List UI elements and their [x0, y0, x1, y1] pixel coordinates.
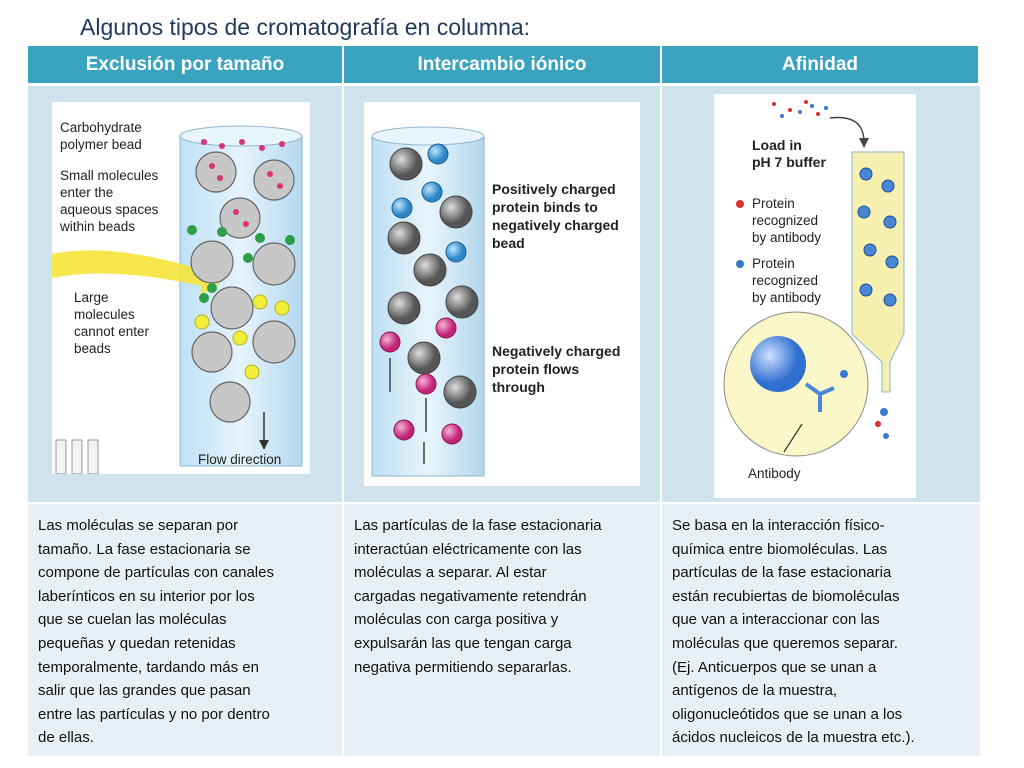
header-size-exclusion: Exclusión por tamaño [28, 46, 344, 86]
label-small-molecules: Small molecules [60, 168, 159, 183]
label-polymer-bead: polymer bead [60, 137, 142, 152]
label-large: Large [74, 290, 109, 305]
svg-text:negatively charged: negatively charged [492, 217, 619, 233]
label-positive-protein: Positively charged [492, 181, 616, 197]
cell-figure-ion-exchange: Positively charged protein binds to nega… [344, 86, 662, 504]
svg-text:protein binds to: protein binds to [492, 199, 598, 215]
label-protein-blue: Protein [752, 256, 795, 271]
chromatography-table: Exclusión por tamaño Intercambio iónico … [28, 46, 980, 756]
svg-text:aqueous spaces: aqueous spaces [60, 202, 159, 217]
ion-exchange-figure: Positively charged protein binds to nega… [364, 102, 640, 486]
svg-text:recognized: recognized [752, 273, 818, 288]
svg-text:molecules: molecules [74, 307, 135, 322]
affinity-figure: Load in pH 7 buffer Protein recognized b… [714, 94, 916, 498]
svg-text:within beads: within beads [59, 219, 135, 234]
svg-text:protein flows: protein flows [492, 361, 579, 377]
header-affinity: Afinidad [662, 46, 980, 86]
label-protein-red: Protein [752, 196, 795, 211]
svg-text:by antibody: by antibody [752, 230, 821, 245]
svg-text:beads: beads [74, 341, 111, 356]
svg-text:recognized: recognized [752, 213, 818, 228]
label-carbohydrate: Carbohydrate [60, 120, 142, 135]
label-negative-protein: Negatively charged [492, 343, 620, 359]
label-load: Load in [752, 137, 802, 153]
label-flow-direction: Flow direction [198, 452, 281, 467]
header-ion-exchange: Intercambio iónico [344, 46, 662, 86]
svg-text:through: through [492, 379, 545, 395]
size-exclusion-figure: Carbohydrate polymer bead Small molecule… [52, 102, 310, 474]
svg-text:pH 7 buffer: pH 7 buffer [752, 154, 826, 170]
cell-figure-affinity: Load in pH 7 buffer Protein recognized b… [662, 86, 980, 504]
slide-title: Algunos tipos de cromatografía en column… [80, 14, 531, 40]
label-antibody: Antibody [748, 466, 801, 481]
svg-text:by antibody: by antibody [752, 290, 821, 305]
text-size-exclusion: Las moléculas se separan por tamaño. La … [28, 504, 344, 756]
svg-text:bead: bead [492, 235, 525, 251]
svg-text:enter the: enter the [60, 185, 113, 200]
cell-figure-size-exclusion: Carbohydrate polymer bead Small molecule… [28, 86, 344, 504]
text-affinity: Se basa en la interacción físico- químic… [662, 504, 980, 756]
svg-text:cannot enter: cannot enter [74, 324, 150, 339]
text-ion-exchange: Las partículas de la fase estacionaria i… [344, 504, 662, 756]
